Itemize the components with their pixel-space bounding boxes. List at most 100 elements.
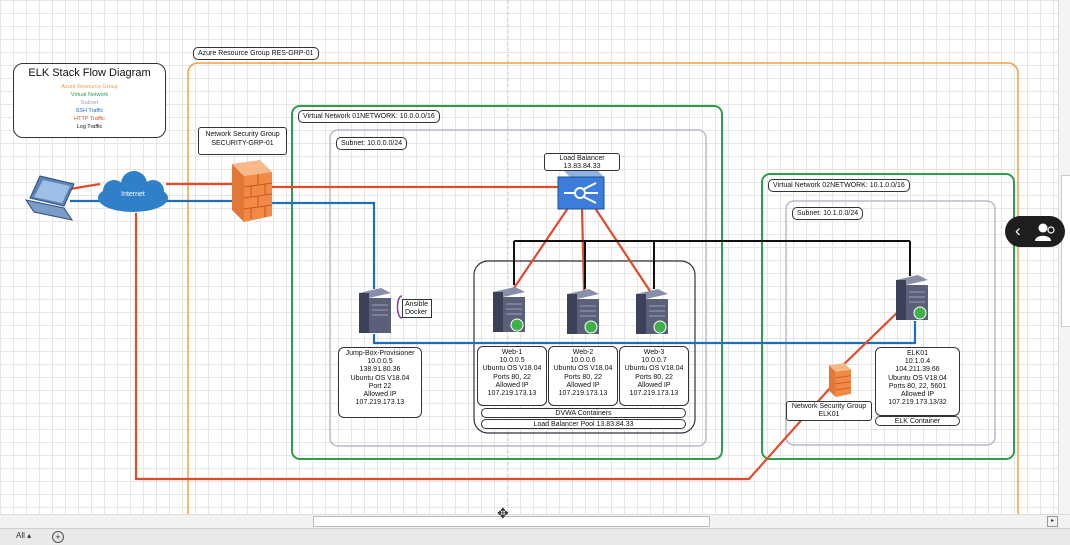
- resource-group-border: [187, 62, 1019, 514]
- web1-allowed-label: Allowed IP: [495, 381, 529, 389]
- jumpbox-private-ip: 10.0.0.5: [367, 358, 393, 366]
- nsg1-line2: SECURITY-GRP-01: [211, 140, 274, 147]
- laptop-icon: [24, 175, 75, 221]
- nsg2-line1: Network Security Group: [791, 403, 867, 410]
- jumpbox-allowed-label: Allowed IP: [363, 391, 397, 399]
- web1-ports: Ports 80, 22: [493, 373, 531, 381]
- diagram-title: ELK Stack Flow Diagram: [28, 67, 151, 79]
- elk-allowed-ip: 107.219.173.13/32: [888, 399, 947, 407]
- web2-info[interactable]: Web-2 10.0.0.6 Ubuntu OS V18.04 Ports 80…: [548, 346, 618, 406]
- subnet1-border: [329, 129, 707, 447]
- diagram-svg: [24, 0, 1019, 514]
- elk-server-icon: [896, 275, 928, 320]
- http-link-internet-elk: [134, 213, 839, 481]
- http-lines: [69, 182, 906, 481]
- ssh-lines: [70, 199, 917, 345]
- legend-virtual-network: Virtual Network: [70, 92, 109, 98]
- web3-name: Web-3: [643, 349, 665, 356]
- move-cursor-icon: ✥: [497, 505, 509, 521]
- nsg1-label[interactable]: Network Security Group SECURITY-GRP-01: [198, 127, 287, 155]
- subnet2-border: [785, 200, 996, 446]
- nsg2-line2: ELK01: [818, 411, 840, 418]
- add-page-button[interactable]: +: [52, 531, 64, 543]
- web2-os: Ubuntu OS V18.04: [553, 365, 613, 373]
- lb-line1: Load Balancer: [559, 155, 605, 162]
- resource-group-label[interactable]: Azure Resource Group RES-GRP-01: [193, 47, 319, 60]
- web3-allowed-label: Allowed IP: [637, 381, 671, 389]
- http-link-lb-web1: [511, 207, 569, 292]
- subnet2-label[interactable]: Subnet: 10.1.0.0/24: [792, 207, 864, 220]
- web2-server-icon: [567, 289, 599, 334]
- subnet1-label[interactable]: Subnet: 10.0.0.0/24: [336, 137, 408, 150]
- collaborators-button[interactable]: ‹: [1005, 216, 1065, 247]
- web1-allowed-ip: 107.219.173.13: [487, 390, 537, 398]
- vertical-scroll-thumb[interactable]: [1061, 175, 1070, 327]
- internet-cloud-icon: [98, 171, 168, 212]
- web1-info[interactable]: Web-1 10.0.0.5 Ubuntu OS V18.04 Ports 80…: [477, 346, 547, 406]
- web2-allowed-ip: 107.219.173.13: [558, 390, 608, 398]
- nsg2-label[interactable]: Network Security Group ELK01: [786, 401, 872, 421]
- web1-ip: 10.0.0.5: [499, 357, 525, 365]
- legend-http: HTTP Traffic: [74, 116, 105, 122]
- scroll-right-arrow-icon[interactable]: ▸: [1047, 516, 1058, 527]
- chevron-left-icon: ‹: [1015, 221, 1021, 240]
- user-icon: [1035, 223, 1055, 241]
- legend-subnet: Subnet: [80, 100, 99, 106]
- http-link-lb-web2: [580, 207, 586, 292]
- nsg1-line1: Network Security Group: [205, 131, 280, 138]
- dvwa-containers-label[interactable]: DVWA Containers: [481, 408, 686, 418]
- web3-server-icon: [636, 289, 668, 334]
- web1-server-icon: [493, 287, 525, 332]
- legend-resource-group: Azure Resource Group: [61, 84, 118, 90]
- http-link-laptop-internet: [69, 182, 101, 191]
- elk-ports: Ports 80, 22, 5601: [888, 382, 947, 390]
- tab-all[interactable]: All ▴: [16, 531, 32, 540]
- jumpbox-os: Ubuntu OS V18.04: [350, 374, 410, 382]
- lb-pool-label[interactable]: Load Balancer Pool 13.83.84.33: [481, 419, 686, 429]
- internet-label: Internet: [121, 191, 145, 198]
- elk-container-label[interactable]: ELK Container: [875, 416, 960, 426]
- legend-box[interactable]: ELK Stack Flow Diagram Azure Resource Gr…: [13, 63, 166, 138]
- elk-private-ip: 10.1.0.4: [904, 358, 931, 366]
- vnet2-label[interactable]: Virtual Network 02NETWORK: 10.1.0.0/16: [768, 179, 910, 192]
- docker-line: Docker: [405, 309, 428, 316]
- ansible-bracket: [396, 295, 403, 319]
- elk-info[interactable]: ELK01 10.1.0.4 104.211.39.66 Ubuntu OS V…: [875, 347, 960, 416]
- http-link-nsg2-elk: [837, 304, 906, 371]
- web2-name: Web-2: [572, 349, 594, 356]
- vnet1-label[interactable]: Virtual Network 01NETWORK: 10.0.0.0/16: [298, 110, 440, 123]
- web3-info[interactable]: Web-3 10.0.0.7 Ubuntu OS V18.04 Ports 80…: [619, 346, 689, 406]
- web2-ports: Ports 80, 22: [564, 373, 602, 381]
- jumpbox-info[interactable]: Jump-Box-Provisioner 10.0.0.5 138.91.80.…: [338, 347, 422, 418]
- page-tab-bar: [0, 528, 1070, 545]
- elk-name: ELK01: [906, 350, 929, 357]
- ansible-docker-label[interactable]: Ansible Docker: [402, 299, 432, 318]
- web3-os: Ubuntu OS V18.04: [624, 365, 684, 373]
- ssh-link-nsg-jumpbox: [272, 201, 376, 289]
- jumpbox-ports: Port 22: [368, 382, 392, 390]
- legend-log: Log Traffic: [76, 124, 103, 130]
- http-link-lb-web3: [594, 207, 651, 292]
- elk-public-ip: 104.211.39.66: [895, 366, 940, 374]
- horizontal-scroll-thumb[interactable]: [313, 516, 710, 527]
- lb-line2: 13.83.84.33: [563, 162, 601, 170]
- jumpbox-allowed-ip: 107.219.173.13: [355, 399, 405, 407]
- vnet2-border: [761, 173, 1015, 460]
- load-balancer-icon: [557, 171, 605, 210]
- web2-ip: 10.0.0.6: [570, 357, 596, 365]
- jumpbox-name: Jump-Box-Provisioner: [345, 350, 415, 357]
- jumpbox-public-ip: 138.91.80.36: [359, 366, 401, 374]
- tab-all-label: All: [16, 531, 25, 540]
- vertical-scrollbar[interactable]: [1058, 0, 1070, 514]
- ssh-link-jumpbox-bus: [372, 321, 917, 345]
- web3-ports: Ports 80, 22: [635, 373, 673, 381]
- web1-os: Ubuntu OS V18.04: [482, 365, 542, 373]
- firewall-2-icon: [829, 363, 852, 398]
- elk-os: Ubuntu OS V18.04: [888, 374, 947, 382]
- firewall-icon: [232, 160, 273, 222]
- load-balancer-label[interactable]: Load Balancer 13.83.84.33: [544, 153, 620, 171]
- elk-allowed-label: Allowed IP: [900, 391, 935, 399]
- diagram-canvas[interactable]: ELK Stack Flow Diagram Azure Resource Gr…: [0, 0, 1058, 514]
- web1-name: Web-1: [501, 349, 523, 356]
- web3-ip: 10.0.0.7: [641, 357, 667, 365]
